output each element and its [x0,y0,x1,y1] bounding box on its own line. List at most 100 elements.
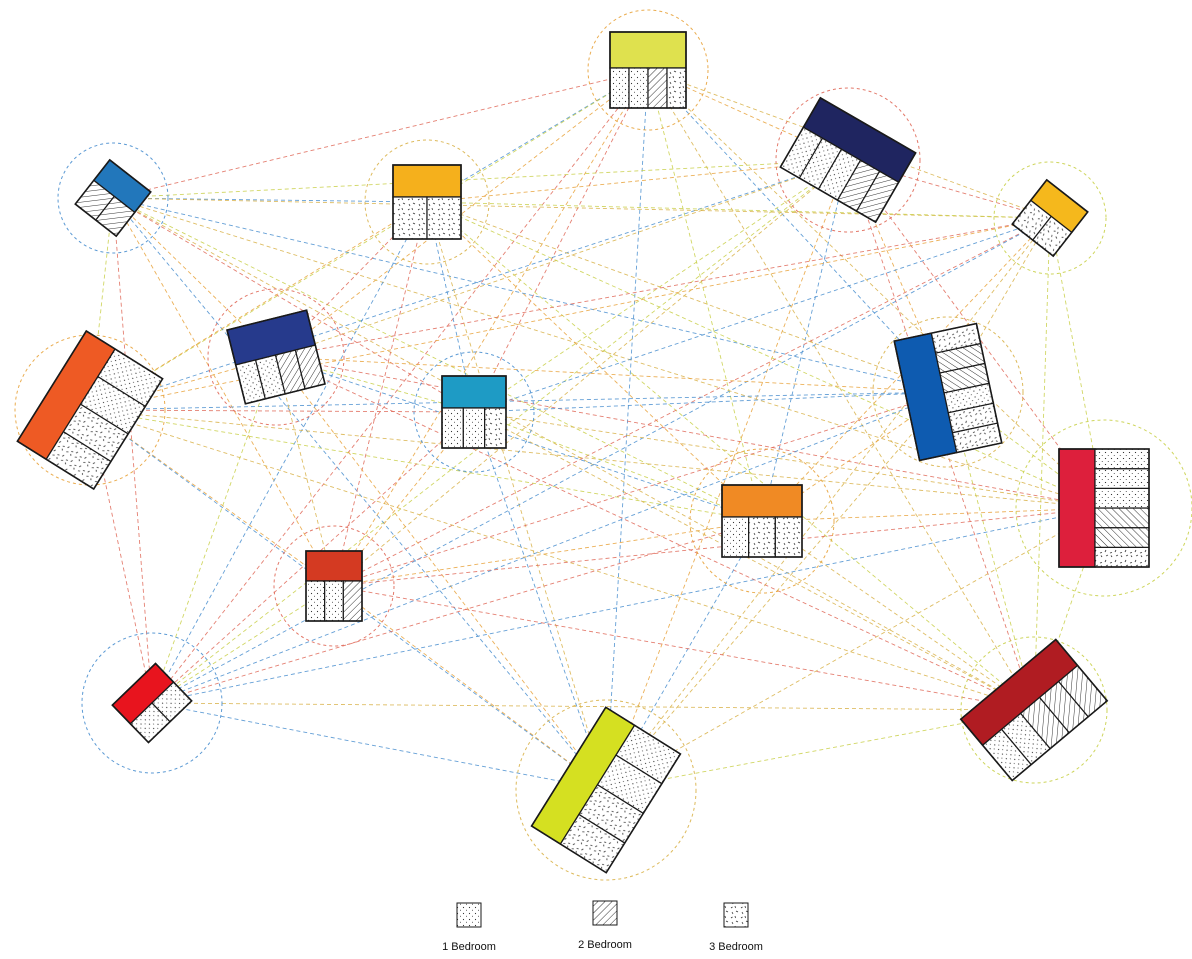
apartment-units [16,31,1150,874]
connection-line-2-7 [275,159,849,358]
unit-11-accent-block [721,484,803,518]
unit-1-outline [609,31,687,109]
unit-4-accent-block [392,164,462,198]
unit-10-room-3 [1094,507,1150,529]
connection-line-3-15 [112,197,1035,711]
unit-8 [441,375,507,449]
connection-line-5-13 [151,217,1051,704]
unit-4 [392,164,462,240]
unit-10-outline [1058,448,1150,568]
unit-1 [609,31,687,109]
connection-line-4-14 [426,201,607,791]
connection-line-5-7 [275,217,1051,358]
connection-line-6-12 [89,409,335,587]
legend-item-1-bedroom: 1 Bedroom [442,902,496,953]
connection-line-8-14 [473,411,607,791]
connection-line-9-15 [947,391,1035,711]
unit-13-outline [111,662,193,744]
unit-12-room-2 [324,580,344,622]
connection-line-12-14 [333,585,607,791]
legend-swatch-2-bedroom [592,900,618,926]
unit-12-room-1 [305,580,326,622]
connection-line-10-14 [605,507,1105,791]
connection-line-13-14 [151,702,607,791]
unit-4-room-1 [392,196,428,240]
unit-11-outline [721,484,803,558]
connection-line-6-11 [89,409,763,522]
connection-line-4-5 [426,201,1051,219]
connection-line-4-10 [426,201,1105,509]
connection-line-2-6 [89,159,849,411]
connection-line-4-9 [426,201,949,393]
connection-line-7-15 [275,356,1035,711]
unit-4-room-2 [426,196,462,240]
legend-swatch-1-bedroom [456,902,482,928]
legend-item-3-bedroom: 3 Bedroom [709,902,763,953]
connection-line-5-15 [1033,217,1051,711]
unit-rings [14,9,1192,881]
unit-1-accent-block [609,31,687,69]
connection-line-2-8 [473,159,849,413]
connection-line-5-12 [333,217,1051,587]
connection-line-13-15 [151,702,1035,711]
connection-line-8-10 [473,411,1105,509]
unit-10-room-5 [1094,468,1150,489]
unit-12-outline [305,550,363,622]
unit-3-outline [74,158,152,238]
unit-1-room-1 [609,67,630,109]
connection-line-14-15 [605,709,1035,791]
connection-line-7-12 [275,356,335,587]
connection-line-6-14 [89,409,607,791]
unit-7 [226,309,326,405]
unit-10-room-4 [1094,487,1150,509]
unit-8-room-3 [484,407,507,449]
connection-line-7-9 [275,356,949,393]
connection-line-12-13 [151,585,335,704]
connection-line-1-15 [647,69,1035,711]
unit-8-room-1 [441,407,464,449]
unit-9-outline [893,322,1003,462]
connection-line-5-8 [473,217,1051,413]
connection-line-2-4 [426,159,849,203]
unit-10-room-2 [1094,527,1150,548]
legend: 1 Bedroom 2 Bedroom 3 Bedroom [442,900,763,953]
unit-11-room-2 [748,516,776,558]
unit-6-ring [14,334,166,486]
unit-14-ring [515,699,697,881]
connection-line-4-11 [426,201,763,522]
connection-line-4-13 [151,201,428,704]
unit-5-outline [1011,178,1089,258]
unit-6 [16,329,164,491]
connection-line-3-11 [112,197,763,522]
connection-line-2-11 [761,159,849,522]
connection-line-3-10 [112,197,1105,509]
legend-swatch-3-bedroom [723,902,749,928]
connection-line-2-3 [112,159,849,199]
legend-label-3-bedroom: 3 Bedroom [709,941,763,953]
unit-9-ring [872,316,1024,468]
unit-8-ring [413,351,535,473]
connection-line-1-9 [647,69,949,393]
connection-line-7-8 [275,356,475,413]
connection-line-9-13 [151,391,949,704]
unit-12 [305,550,363,622]
legend-item-2-bedroom: 2 Bedroom [578,900,632,951]
unit-13 [111,662,193,744]
connection-line-7-13 [151,356,277,704]
unit-5-ring [993,161,1107,275]
connection-line-1-12 [333,69,649,587]
unit-2-ring [775,87,921,233]
connection-line-1-7 [275,69,649,358]
unit-3-ring [57,142,169,254]
unit-14-outline [530,706,682,874]
connection-line-8-15 [473,411,1035,711]
unit-10-accent-block [1058,448,1096,568]
connection-line-10-12 [333,507,1105,587]
connection-line-1-10 [647,69,1105,509]
unit-1-ring [587,9,709,131]
unit-1-room-3 [647,67,668,109]
connection-line-1-3 [112,69,649,199]
connection-line-4-12 [333,201,428,587]
unit-15-outline [959,638,1109,782]
